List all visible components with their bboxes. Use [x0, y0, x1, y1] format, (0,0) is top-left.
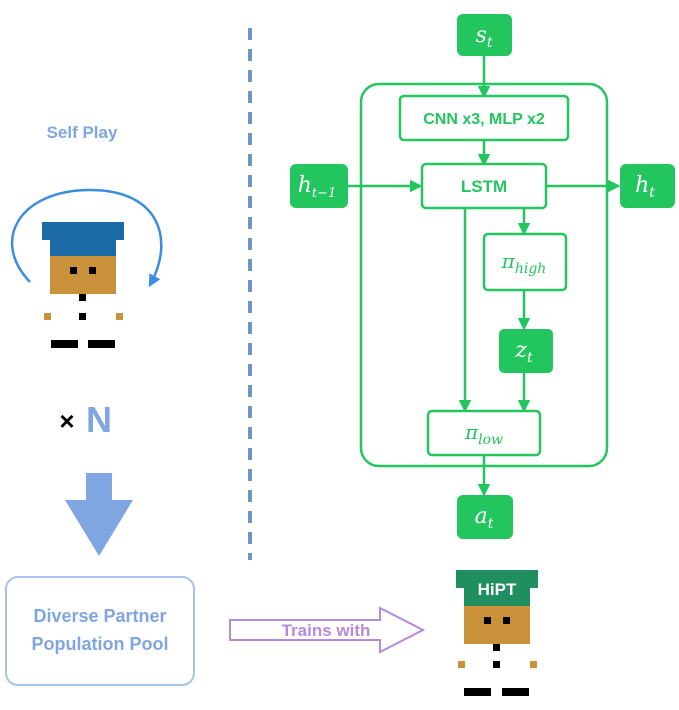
self-play-loop-arrow — [10, 188, 163, 288]
latent-symbol: z — [514, 338, 527, 363]
pi-low-symbol: π — [464, 420, 479, 444]
down-arrow-icon — [65, 473, 133, 556]
times-symbol: × — [59, 406, 74, 436]
next-hidden-symbol: h — [635, 173, 649, 198]
next-hidden-subscript: t — [649, 185, 655, 201]
pi-low-node — [426, 409, 542, 457]
multiplier-n: N — [86, 399, 112, 440]
latent-node — [499, 329, 553, 373]
action-subscript: t — [488, 516, 494, 532]
svg-text:ht−1: ht−1 — [298, 173, 337, 201]
svg-text:zt: zt — [514, 338, 533, 366]
trains-with-arrow — [229, 606, 426, 654]
latent-subscript: t — [527, 350, 533, 366]
action-node — [457, 495, 513, 539]
prev-hidden-symbol: h — [298, 173, 312, 198]
svg-text:πhigh: πhigh — [501, 249, 547, 277]
svg-text:ht: ht — [635, 173, 655, 201]
partner-pool-line2: Population Pool — [32, 634, 169, 654]
hipt-agent-icon — [456, 570, 538, 696]
partner-agent-icon — [42, 222, 124, 348]
pi-low-subscript: low — [478, 432, 503, 448]
lstm-node — [420, 162, 548, 210]
pi-high-node — [482, 232, 568, 292]
self-play-label: Self Play — [47, 123, 118, 142]
action-symbol: a — [475, 504, 488, 529]
state-node — [457, 14, 512, 56]
encoder-label: CNN x3, MLP x2 — [423, 111, 545, 128]
state-symbol: s — [476, 23, 487, 48]
partner-pool-box — [5, 576, 195, 686]
svg-text:at: at — [475, 504, 494, 532]
hipt-label: HiPT — [478, 580, 517, 599]
encoder-node — [398, 94, 570, 142]
trains-with-label: Trains with — [282, 621, 371, 640]
pi-high-symbol: π — [501, 249, 516, 273]
prev-hidden-node — [290, 164, 348, 208]
next-hidden-node — [620, 164, 675, 208]
partner-pool-line1: Diverse Partner — [33, 606, 166, 626]
state-subscript: t — [487, 35, 493, 51]
svg-text:st: st — [476, 23, 493, 51]
prev-hidden-subscript: t−1 — [312, 186, 336, 201]
pi-high-subscript: high — [515, 261, 546, 277]
lstm-label: LSTM — [461, 177, 507, 196]
svg-text:πlow: πlow — [464, 420, 503, 448]
